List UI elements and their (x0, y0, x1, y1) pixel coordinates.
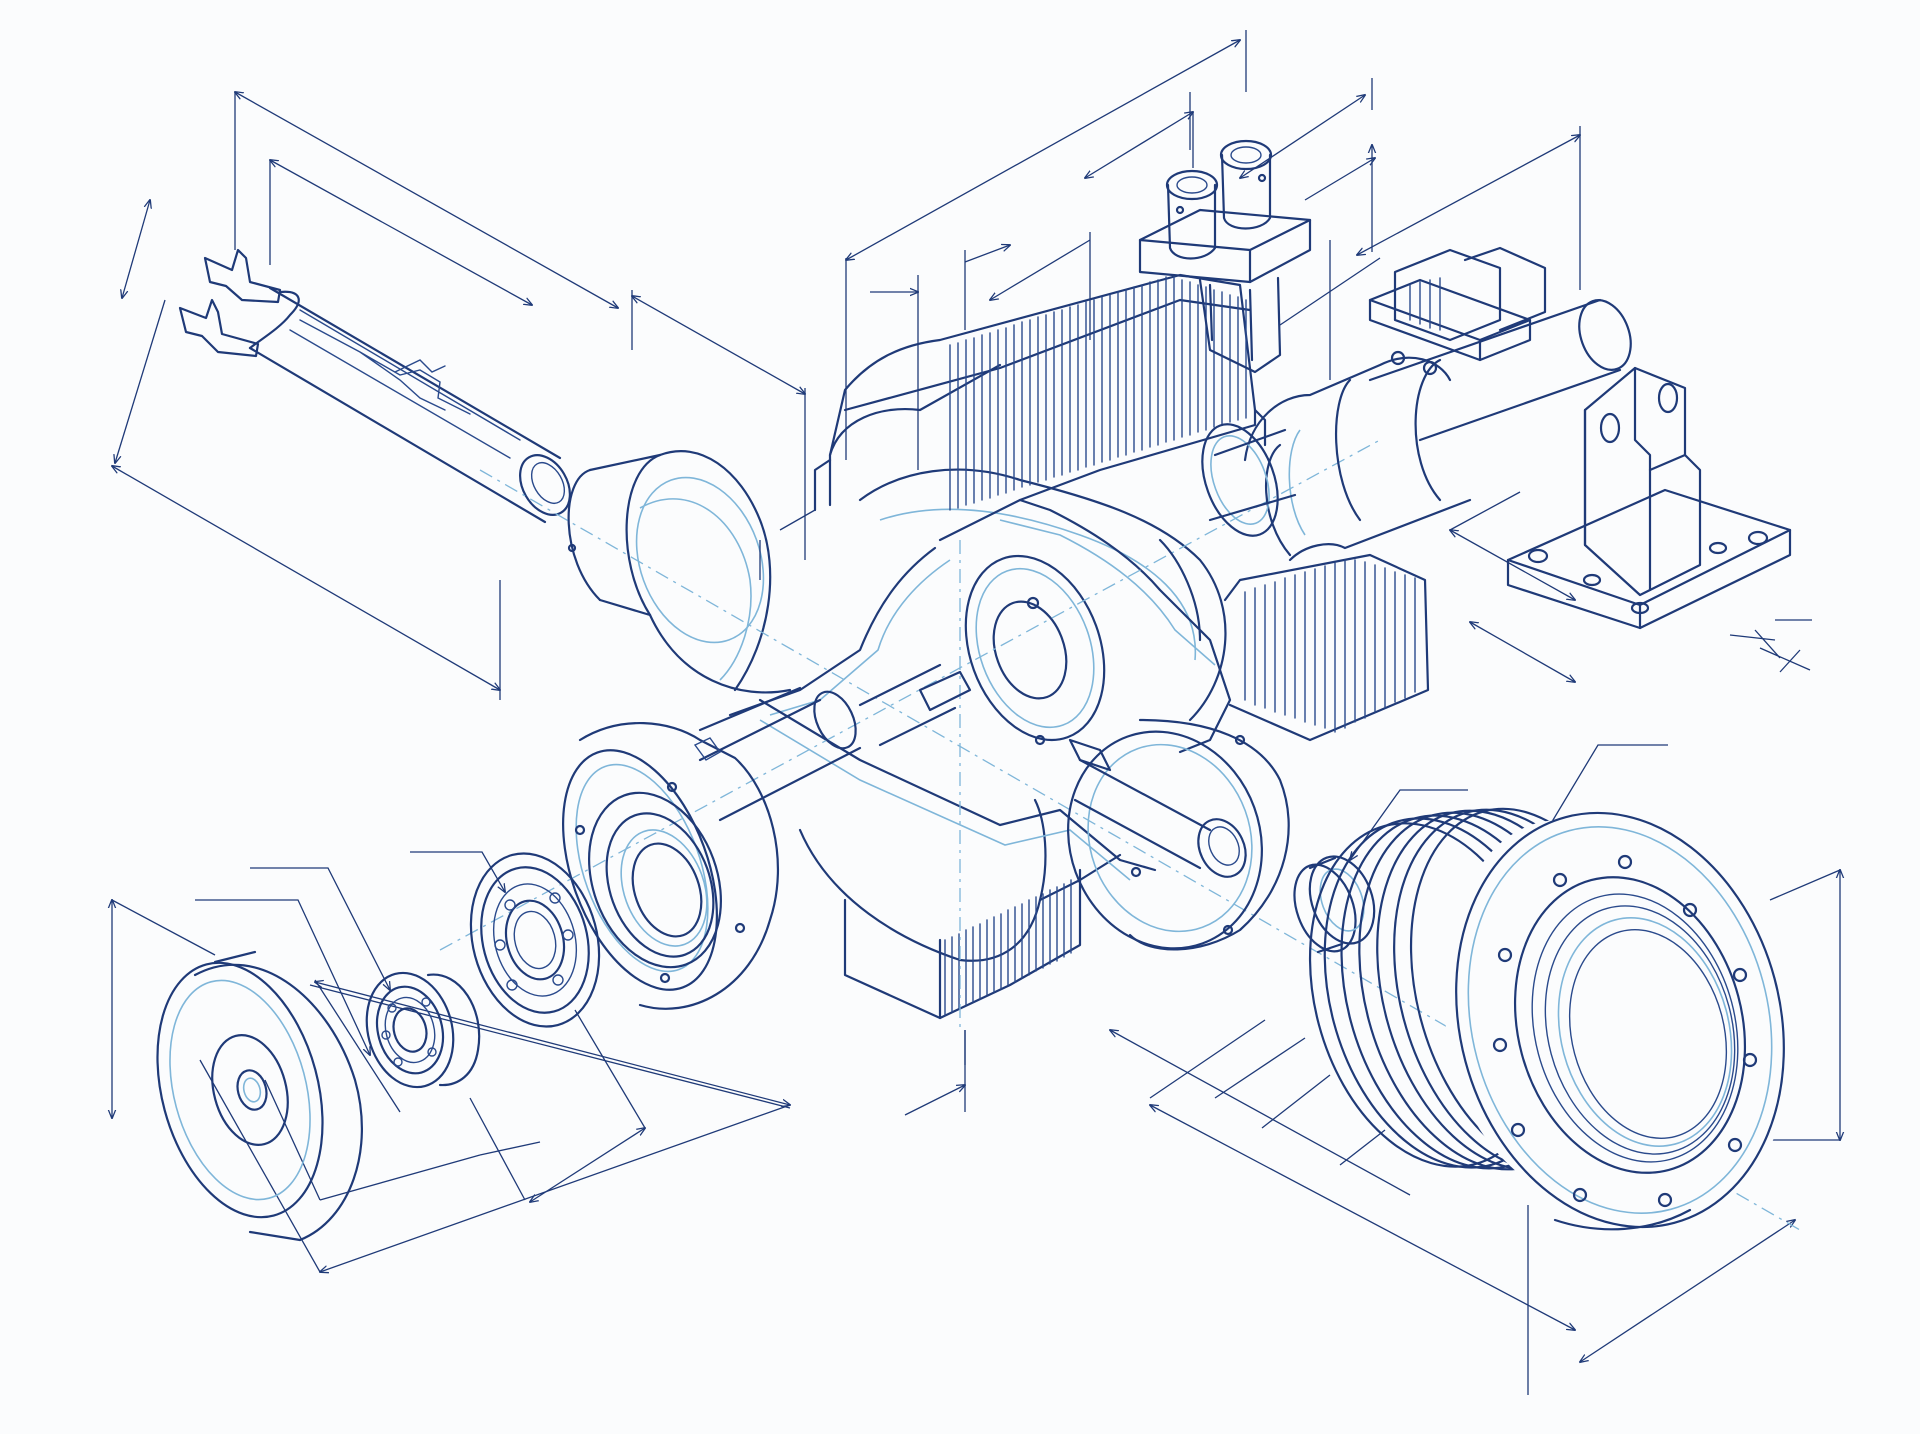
front-right-hub (1067, 718, 1290, 951)
dimension-lines (112, 30, 1840, 1395)
exploded-flange-disk (156, 950, 363, 1242)
exploded-small-bearing (365, 971, 481, 1089)
center-tick-marks (759, 509, 966, 1065)
mounting-bracket (1506, 366, 1792, 630)
front-left-hub (562, 663, 972, 1010)
exploded-bellows-sleeve (1308, 807, 1790, 1231)
top-connector-block (1138, 139, 1312, 374)
exploded-large-bearing (469, 852, 601, 1028)
upper-cooling-fins (828, 273, 1267, 511)
left-probe-shaft (178, 248, 662, 617)
housing-bottom-fins (944, 879, 1072, 1016)
exploded-seal-ring (1293, 855, 1376, 954)
right-motor-cylinder (1158, 246, 1632, 742)
